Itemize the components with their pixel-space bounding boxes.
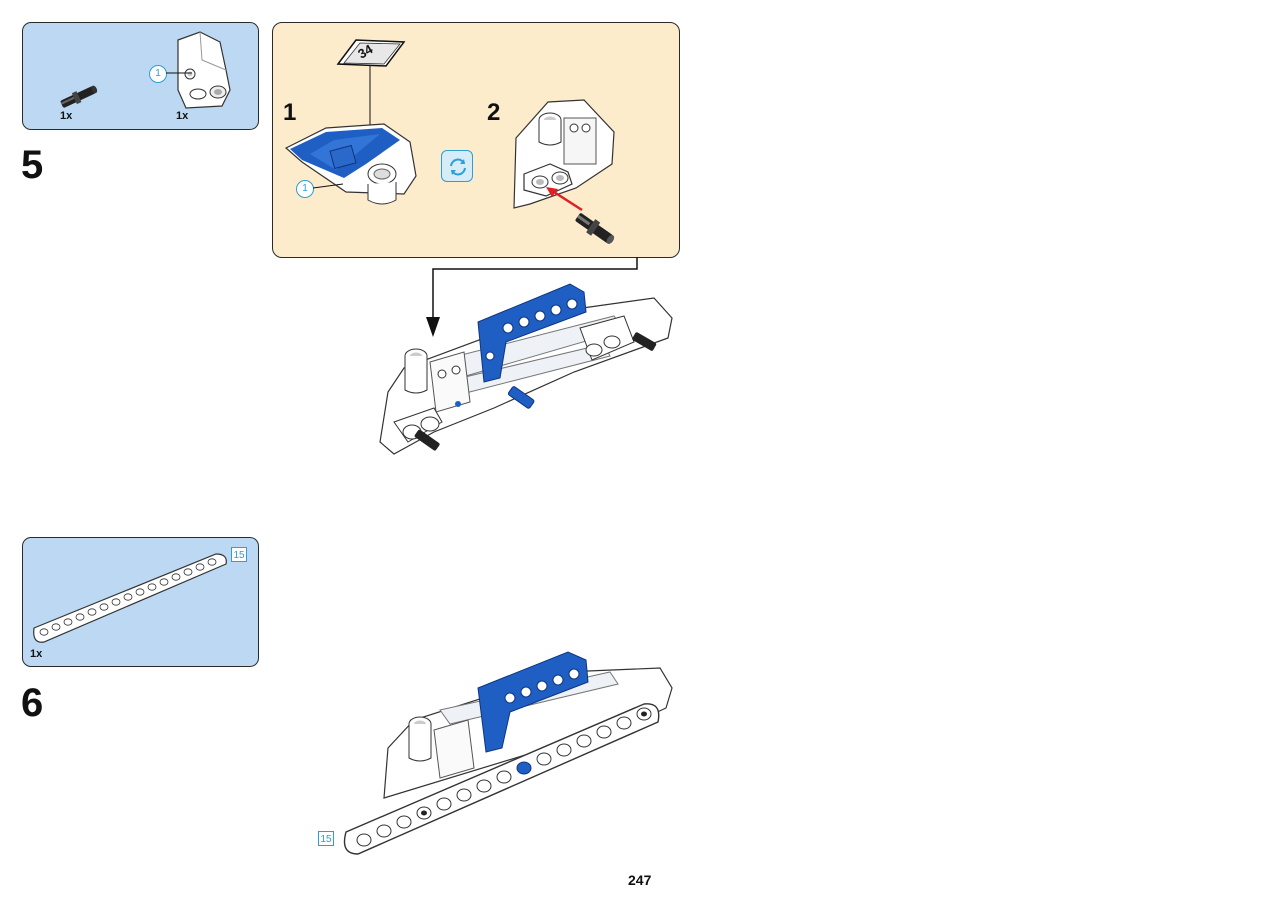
rotate-arrows-icon: [441, 150, 473, 182]
step5-number: 5: [21, 143, 44, 187]
page-reference-flag-icon: [336, 39, 406, 67]
panel-with-pin-assembly-icon: [513, 99, 615, 209]
step6-part-length-label: 15: [231, 547, 247, 562]
step5-part2-callout-marker: 1: [149, 65, 167, 83]
black-axle-pin-insert-icon: [575, 213, 615, 244]
step6-parts-box: [22, 537, 259, 667]
white-panel-icon: [177, 31, 231, 109]
step6-number: 6: [21, 681, 44, 725]
step5-part2-qty: 1x: [176, 110, 189, 122]
callout-leader-line: [166, 72, 192, 74]
step6-main-assembly-icon: [343, 651, 673, 855]
step5-main-assembly-icon: [379, 283, 673, 455]
substep2-number: 2: [487, 99, 501, 126]
substep1-number: 1: [283, 99, 297, 126]
insert-direction-arrow: [546, 187, 583, 212]
step6-part-qty: 1x: [30, 648, 43, 660]
step6-assembly-length-label: 15: [318, 831, 334, 846]
black-axle-pin-icon: [60, 85, 98, 108]
page-number: 247: [628, 872, 652, 888]
substep1-callout-marker: 1: [296, 180, 314, 198]
substep1-leader-line: [312, 183, 344, 189]
callout-connector-arrow: [426, 257, 638, 337]
white-beam-15-icon: [33, 553, 227, 643]
step5-part1-qty: 1x: [60, 110, 73, 122]
blue-printed-panel-icon: [284, 123, 417, 205]
